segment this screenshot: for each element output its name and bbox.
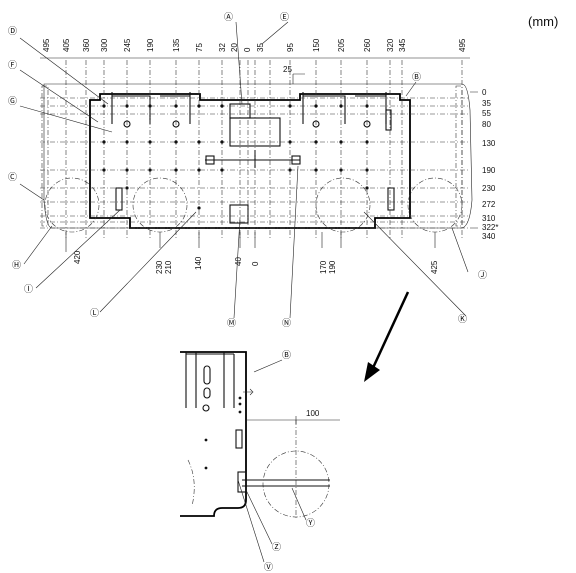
top-dim: 150 xyxy=(312,38,321,52)
top-dim: 32 xyxy=(218,43,227,52)
top-dim: 135 xyxy=(172,38,181,52)
callout-k: Ⓚ xyxy=(458,314,467,324)
callout-d: Ⓓ xyxy=(8,26,17,36)
callout-l: Ⓛ xyxy=(90,308,99,318)
bottom-dim: 0 xyxy=(251,261,260,266)
top-dim: 495 xyxy=(42,38,51,52)
bottom-dim: 420 xyxy=(73,250,82,264)
top-dim: 495 xyxy=(458,38,467,52)
right-dim: 35 xyxy=(482,99,491,108)
bottom-dimensions: 420 230 210 140 40 0 170 190 425 xyxy=(65,232,439,274)
top-dim: 360 xyxy=(82,38,91,52)
callout-g: Ⓖ xyxy=(8,96,17,106)
top-dim: 300 xyxy=(100,38,109,52)
callout-v: Ⓥ xyxy=(264,562,273,572)
right-dim: 190 xyxy=(482,166,496,175)
pipe-holes xyxy=(44,177,463,233)
top-dim: 190 xyxy=(146,38,155,52)
callout-a: Ⓐ xyxy=(224,12,233,22)
right-dim: 272 xyxy=(482,200,496,209)
top-dim: 35 xyxy=(256,43,265,52)
right-dim: 130 xyxy=(482,139,496,148)
right-dim: 340 xyxy=(482,232,496,241)
callout-z: Ⓩ xyxy=(272,542,281,552)
detail-dim-100: 100 xyxy=(306,409,320,418)
bottom-dim: 425 xyxy=(430,260,439,274)
callout-n: Ⓝ xyxy=(282,318,291,328)
unit-outline xyxy=(41,83,473,229)
callout-c: Ⓒ xyxy=(8,172,17,182)
top-dim: 20 xyxy=(230,43,239,52)
top-dim: 95 xyxy=(286,43,295,52)
callout-y: Ⓨ xyxy=(306,518,315,528)
pipe-hole-right xyxy=(407,177,463,233)
right-dim: 322* xyxy=(482,223,498,232)
grid-lines xyxy=(40,60,470,240)
arrow-to-detail xyxy=(364,291,410,382)
top-dim: 260 xyxy=(363,38,372,52)
top-dimensions: 495 405 360 300 245 190 135 75 32 20 0 3… xyxy=(40,38,470,84)
right-dim: 80 xyxy=(482,120,491,129)
pipe-hole-center-right xyxy=(315,177,371,233)
bottom-dim: 140 xyxy=(194,256,203,270)
callout-b-top: Ⓑ xyxy=(412,72,421,82)
bottom-dim: 230 xyxy=(155,260,164,274)
bottom-dim: 190 xyxy=(328,260,337,274)
bottom-dim: 40 xyxy=(234,257,243,266)
top-dim: 75 xyxy=(195,43,204,52)
bottom-dim: 170 xyxy=(319,260,328,274)
mounting-holes xyxy=(102,104,371,210)
installation-plate xyxy=(89,92,411,229)
callout-j: Ⓙ xyxy=(478,270,487,280)
top-dim: 245 xyxy=(123,38,132,52)
right-dim: 310 xyxy=(482,214,496,223)
bottom-dim: 210 xyxy=(164,260,173,274)
right-dimensions: 0 35 55 80 130 190 230 272 310 322* 340 xyxy=(470,88,498,241)
callouts-top: Ⓐ Ⓔ Ⓓ Ⓕ Ⓖ Ⓒ Ⓑ Ⓗ Ⓘ Ⓙ Ⓛ Ⓜ Ⓝ Ⓚ xyxy=(8,12,487,328)
callout-i: Ⓘ xyxy=(24,284,33,294)
dim-25: 25 xyxy=(283,65,292,74)
top-dim: 405 xyxy=(62,38,71,52)
top-dim: 345 xyxy=(398,38,407,52)
top-dim: 320 xyxy=(386,38,395,52)
callout-f: Ⓕ xyxy=(8,60,17,70)
callout-e: Ⓔ xyxy=(280,12,289,22)
detail-view: 100 Ⓑ Ⓨ Ⓩ Ⓥ xyxy=(180,350,340,572)
right-dim: 230 xyxy=(482,184,496,193)
pipe-hole-center-left xyxy=(132,177,188,233)
pipe-hole-left xyxy=(44,177,100,233)
callout-b-detail: Ⓑ xyxy=(282,350,291,360)
callout-h: Ⓗ xyxy=(12,260,21,270)
right-dim: 0 xyxy=(482,88,487,97)
unit-label: (mm) xyxy=(528,14,559,29)
top-dim: 205 xyxy=(337,38,346,52)
top-dim: 0 xyxy=(243,47,252,52)
callout-m: Ⓜ xyxy=(227,318,236,328)
right-dim: 55 xyxy=(482,109,491,118)
